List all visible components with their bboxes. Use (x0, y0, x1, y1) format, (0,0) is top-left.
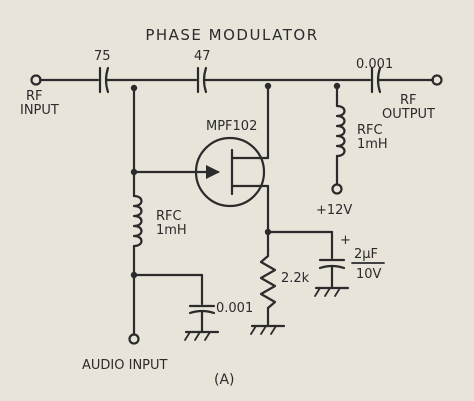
cap-audio-label: 0.001 (216, 301, 253, 316)
audio-input-terminal (128, 333, 140, 345)
rf-output-label-2: OUTPUT (382, 107, 435, 122)
figure-caption: (A) (214, 372, 235, 388)
rf-input-label-2: INPUT (20, 103, 59, 118)
transistor-label: MPF102 (206, 119, 257, 134)
rf-input-label-1: RF (26, 89, 43, 104)
rfc-top-coil (335, 104, 346, 158)
supply-label: +12V (316, 203, 352, 218)
rf-output-label-1: RF (400, 93, 417, 108)
ground-audio (184, 330, 220, 341)
rfc-top-label-2: 1mH (357, 137, 388, 152)
rf-output-terminal (431, 74, 443, 86)
cap-out-label: 0.001 (356, 57, 393, 72)
elec-cap-label-1: 2µF (354, 247, 378, 262)
fet-envelope (194, 136, 266, 208)
cap-75-label: 75 (94, 49, 111, 64)
diagram-title: PHASE MODULATOR (145, 26, 318, 44)
elec-cap-label-2: 10V (356, 267, 382, 282)
ground-elec-cap (314, 286, 350, 297)
elec-cap-plus: + (340, 233, 351, 248)
ground-resistor (250, 324, 286, 335)
rfc-top-label-1: RFC (357, 123, 383, 138)
resistor-2k2 (259, 254, 277, 310)
fet-gate-arrow (206, 165, 220, 179)
rfc-left-label-1: RFC (156, 209, 182, 224)
audio-input-label: AUDIO INPUT (82, 358, 168, 373)
rfc-left-label-2: 1mH (156, 223, 187, 238)
rfc-left-coil (132, 194, 143, 248)
cap-47-label: 47 (194, 49, 211, 64)
resistor-label: 2.2k (281, 271, 310, 286)
supply-terminal (331, 183, 343, 195)
